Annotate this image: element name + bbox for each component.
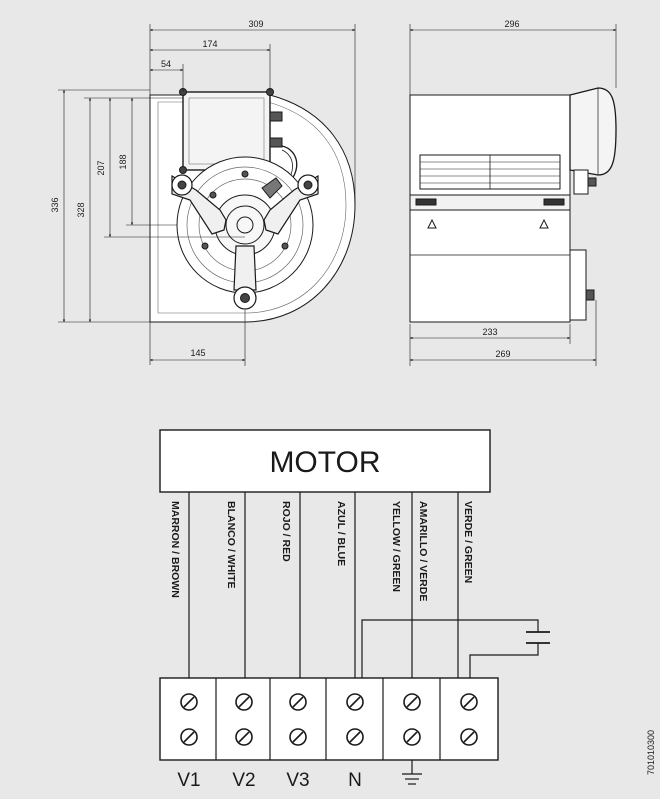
terminal-label-v3: V3 — [286, 770, 309, 791]
wiring-diagram — [159, 429, 550, 785]
wire-label-green: VERDE / GREEN — [462, 501, 474, 583]
dim-54: 54 — [161, 59, 171, 69]
dim-174: 174 — [202, 39, 217, 49]
wire-label-blue: AZUL / BLUE — [335, 501, 347, 566]
wire-label-amarillo-verde: AMARILLO / VERDE — [417, 501, 429, 601]
side-housing-bottom — [409, 209, 571, 323]
terminal-labels: V1 V2 V3 N — [177, 770, 361, 791]
terminal-label-v2: V2 — [232, 770, 255, 791]
screw-3-top — [289, 693, 307, 711]
dim-188: 188 — [118, 154, 128, 169]
drawing-code: 701010300 — [646, 730, 656, 775]
screw-3-bottom — [289, 728, 307, 746]
motor-box — [159, 429, 491, 493]
screw-1-bottom — [180, 728, 198, 746]
dim-336: 336 — [50, 197, 60, 212]
wire-label-yellow-green: YELLOW / GREEN — [390, 501, 402, 592]
screw-5-bottom — [403, 728, 421, 746]
capacitor-wire-bottom — [469, 643, 539, 678]
terminal-label-v1: V1 — [177, 770, 200, 791]
dim-207: 207 — [96, 160, 106, 175]
capacitor-wire-top — [361, 619, 539, 678]
terminal-box — [182, 91, 271, 171]
screw-4-bottom — [346, 728, 364, 746]
screw-4-top — [346, 693, 364, 711]
dim-309: 309 — [248, 19, 263, 29]
dim-233: 233 — [482, 327, 497, 337]
screw-6-top — [460, 693, 478, 711]
front-view-drawing — [149, 88, 356, 365]
terminal-block — [159, 677, 499, 761]
side-motor-cap — [569, 87, 617, 176]
screw-5-top — [403, 693, 421, 711]
dimension-labels: 309 174 54 336 328 207 188 145 296 233 2… — [50, 19, 520, 359]
screw-2-top — [235, 693, 253, 711]
dimension-lines — [58, 24, 617, 366]
dim-296: 296 — [504, 19, 519, 29]
terminal-screws — [180, 693, 478, 746]
screw-2-bottom — [235, 728, 253, 746]
wire-label-brown: MARRON / BROWN — [169, 501, 181, 598]
screw-1-top — [180, 693, 198, 711]
motor-label: MOTOR — [269, 446, 380, 479]
wire-label-white: BLANCO / WHITE — [225, 501, 237, 589]
wire-labels: MARRON / BROWN BLANCO / WHITE ROJO / RED… — [169, 501, 474, 601]
screw-6-bottom — [460, 728, 478, 746]
terminal-label-n: N — [348, 770, 362, 791]
side-view-drawing — [409, 87, 617, 323]
dim-145: 145 — [190, 348, 205, 358]
wire-label-red: ROJO / RED — [280, 501, 292, 562]
dim-269: 269 — [495, 349, 510, 359]
dim-328: 328 — [76, 202, 86, 217]
